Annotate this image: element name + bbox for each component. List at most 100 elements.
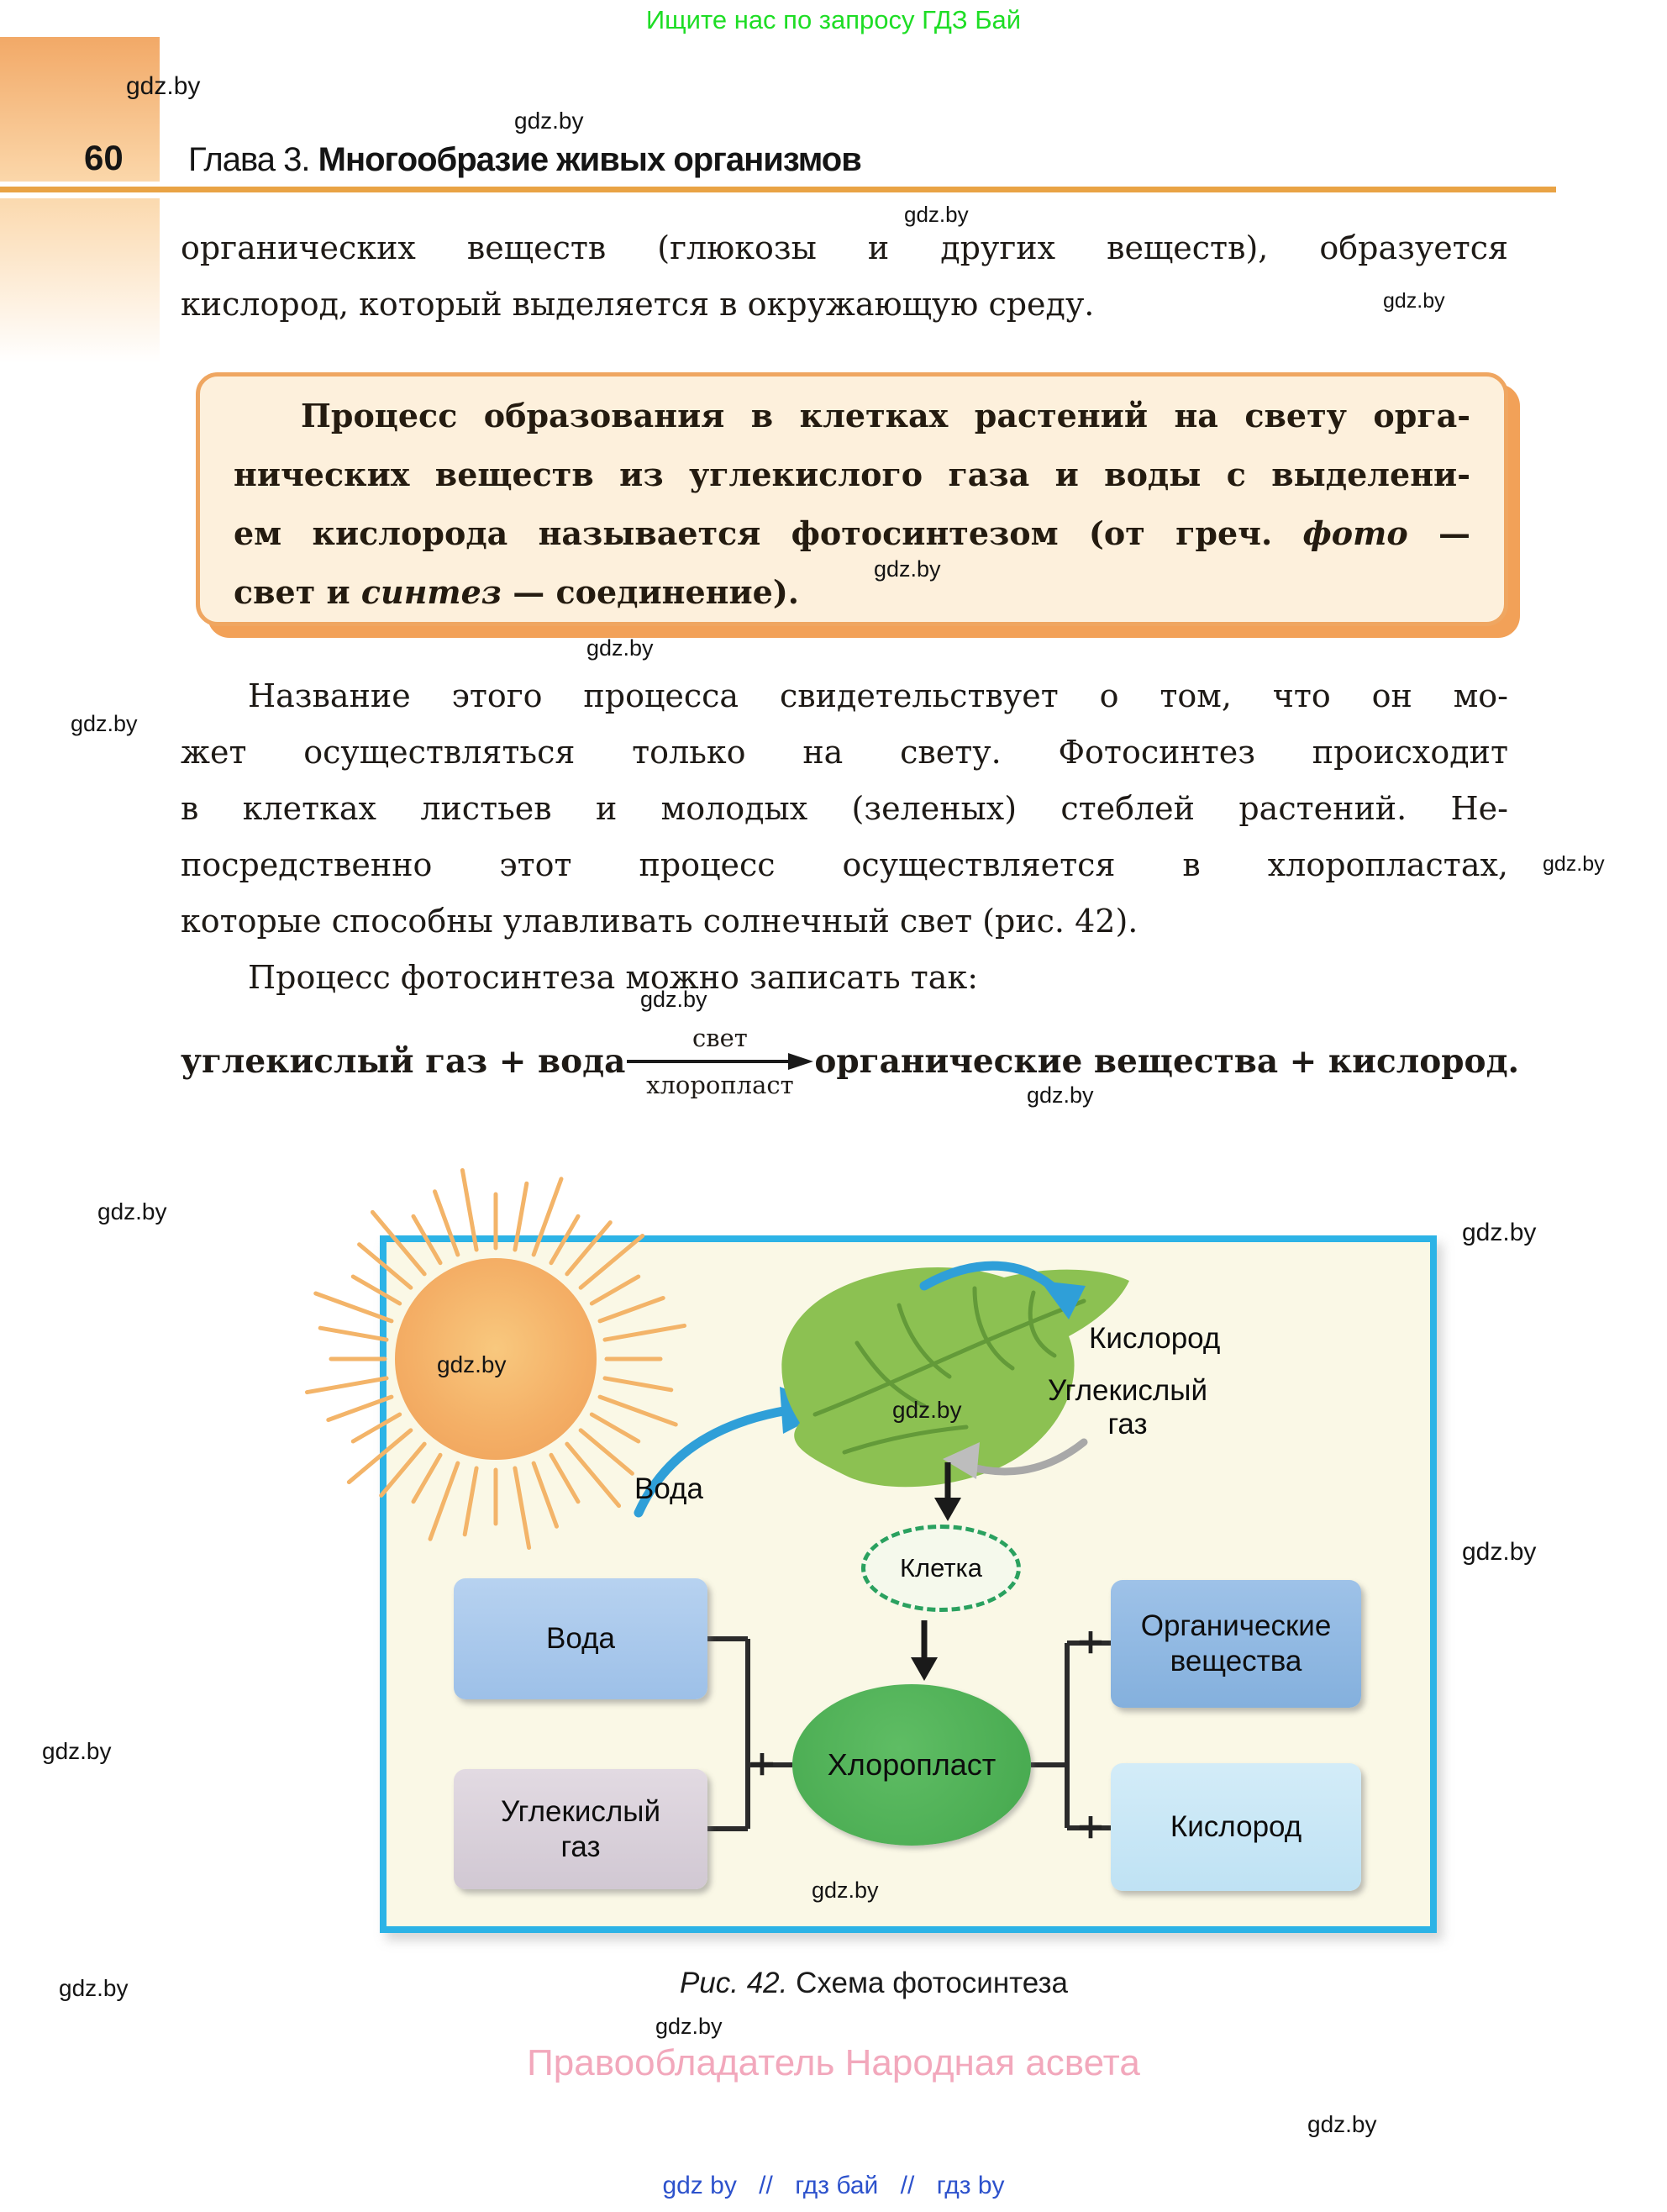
chloroplast-label: Хлоропласт xyxy=(827,1747,997,1782)
photosynthesis-equation: углекислый газ + вода свет хлоропласт ор… xyxy=(181,1015,1519,1108)
text-line: в клетках листьев и молодых (зеленых) ст… xyxy=(181,790,1508,827)
footer-link-1[interactable]: gdz by xyxy=(662,2172,737,2199)
links-separator: // xyxy=(759,2172,773,2199)
text-line: Название этого процесса свидетельствует … xyxy=(248,677,1508,714)
figure-caption-text: Схема фотосинтеза xyxy=(787,1967,1069,1999)
text-line: которые способны улавливать солнечный св… xyxy=(181,903,1139,940)
sun-rays-icon xyxy=(304,1167,687,1551)
figure-42-photosynthesis-scheme: Вода Кислород Углекислый газ Клетка Вода… xyxy=(304,1167,1437,1933)
equation-arrow-top-label: свет xyxy=(692,1024,748,1052)
definition-term-foto: фото xyxy=(1302,514,1408,552)
right-arrow-icon xyxy=(627,1053,814,1070)
paragraph-1: органических веществ (глюкозы и других в… xyxy=(181,220,1508,333)
down-arrowhead-icon xyxy=(934,1498,961,1521)
equation-left: углекислый газ + вода xyxy=(181,1042,626,1081)
top-promo-note: Ищите нас по запросу ГДЗ Бай xyxy=(645,5,1022,34)
definition-line: Процесс образования в клетках растений н… xyxy=(301,397,1470,434)
definition-box: Процесс образования в клетках растений н… xyxy=(196,372,1508,626)
gdz-watermark: gdz.by xyxy=(437,1351,507,1377)
plus-sign: + xyxy=(1075,1805,1106,1847)
figure-caption-number: Рис. 42. xyxy=(679,1967,788,1999)
equation-right: органические вещества + кислород. xyxy=(814,1042,1520,1081)
text-line: жет осуществляться только на свету. Фото… xyxy=(181,734,1508,771)
left-gradient-block xyxy=(0,198,160,363)
down-arrows xyxy=(921,1462,951,1664)
label-oxygen: Кислород xyxy=(1089,1322,1221,1355)
footer-links: gdz by // гдз бай // гдз by xyxy=(0,2172,1667,2200)
gdz-watermark: gdz.by xyxy=(97,1198,167,1224)
oxygen-arrowhead-icon xyxy=(1040,1281,1086,1319)
plus-sign: + xyxy=(747,1742,777,1784)
chloroplast-ellipse: Хлоропласт xyxy=(792,1684,1031,1846)
label-co2-line1: Углекислый xyxy=(1047,1374,1208,1407)
gdz-watermark: gdz.by xyxy=(1307,2111,1377,2137)
gdz-watermark: gdz.by xyxy=(1027,1082,1094,1108)
gdz-watermark: gdz.by xyxy=(1462,1538,1537,1566)
gdz-watermark: gdz.by xyxy=(1383,289,1445,313)
definition-text: свет и xyxy=(234,573,361,611)
links-separator: // xyxy=(900,2172,915,2199)
figure-drawing xyxy=(304,1167,1129,1831)
plus-sign: + xyxy=(1075,1620,1106,1662)
figure-caption: Рис. 42. Схема фотосинтеза xyxy=(344,1967,1403,2000)
gdz-watermark: gdz.by xyxy=(514,108,584,134)
label-co2: Углекислый газ xyxy=(1027,1374,1228,1441)
definition-line: ем кислорода называется фотосинтезом (от… xyxy=(234,514,1470,573)
text-line: посредственно этот процесс осуществляетс… xyxy=(181,846,1508,883)
cell-label: Клетка xyxy=(899,1553,983,1583)
co2-arrowhead-icon xyxy=(943,1442,980,1479)
chapter-heading: Глава 3. Многообразие живых организмов xyxy=(188,141,862,179)
definition-text: ем кислорода называется фотосинтезом (от… xyxy=(234,514,1303,552)
text-line: Процесс фотосинтеза можно записать так: xyxy=(248,959,979,996)
water-box: Вода xyxy=(454,1578,707,1699)
water-arrow xyxy=(634,1405,793,1518)
leaf-veins xyxy=(812,1286,1086,1455)
gdz-watermark: gdz.by xyxy=(874,556,941,582)
co2-arrow xyxy=(962,1438,1088,1476)
label-water: Вода xyxy=(634,1472,703,1505)
oxygen-box-label: Кислород xyxy=(1170,1810,1302,1843)
cell-ellipse: Клетка xyxy=(861,1525,1021,1612)
gdz-watermark: gdz.by xyxy=(71,711,138,736)
gdz-watermark: gdz.by xyxy=(892,1397,962,1423)
connector-lines xyxy=(707,1636,1111,1831)
paragraph-2: Название этого процесса свидетельствует … xyxy=(181,668,1508,950)
copyright-line: Правообладатель Народная асвета xyxy=(527,2042,1140,2083)
leaf-icon xyxy=(781,1267,1129,1488)
label-co2-line2: газ xyxy=(1107,1408,1148,1440)
co2-box-line2: газ xyxy=(560,1830,601,1863)
text-line: кислород, который выделяется в окружающу… xyxy=(181,286,1095,323)
definition-text: — xyxy=(1407,514,1470,552)
paragraph-3: Процесс фотосинтеза можно записать так: xyxy=(181,950,1508,1006)
co2-box-line1: Углекислый xyxy=(500,1794,661,1828)
gdz-watermark: gdz.by xyxy=(655,2014,723,2039)
gdz-watermark: gdz.by xyxy=(640,987,707,1012)
footer-link-2[interactable]: гдз бай xyxy=(795,2172,879,2199)
gdz-watermark: gdz.by xyxy=(904,202,969,227)
co2-box: Углекислый газ xyxy=(454,1769,707,1889)
oxygen-box: Кислород xyxy=(1111,1763,1361,1891)
definition-text: — соединение). xyxy=(502,573,800,611)
text-line: органических веществ (глюкозы и других в… xyxy=(181,229,1508,266)
definition-line: нических веществ из углекислого газа и в… xyxy=(234,456,1470,493)
header-orange-block xyxy=(0,37,160,182)
equation-arrow-bottom-label: хлоропласт xyxy=(646,1071,794,1099)
gdz-watermark: gdz.by xyxy=(586,635,654,661)
chapter-title: Многообразие живых организмов xyxy=(318,141,862,178)
definition-term-sintez: синтез xyxy=(360,573,502,611)
organic-substances-box: Органические вещества xyxy=(1111,1580,1361,1708)
organic-box-line2: вещества xyxy=(1170,1645,1302,1677)
gdz-watermark: gdz.by xyxy=(126,72,201,100)
down-arrowhead-icon xyxy=(911,1657,938,1681)
gdz-watermark: gdz.by xyxy=(1462,1219,1537,1246)
sun-icon xyxy=(395,1258,597,1460)
gdz-watermark: gdz.by xyxy=(59,1975,129,2001)
gdz-watermark: gdz.by xyxy=(812,1878,879,1903)
header-rule xyxy=(0,187,1556,192)
organic-box-line1: Органические xyxy=(1140,1609,1332,1642)
chapter-prefix: Глава 3. xyxy=(188,141,318,178)
footer-link-3[interactable]: гдз by xyxy=(936,2172,1005,2199)
gdz-watermark: gdz.by xyxy=(42,1738,112,1764)
definition-line: свет и синтез — соединение). xyxy=(234,573,1470,632)
